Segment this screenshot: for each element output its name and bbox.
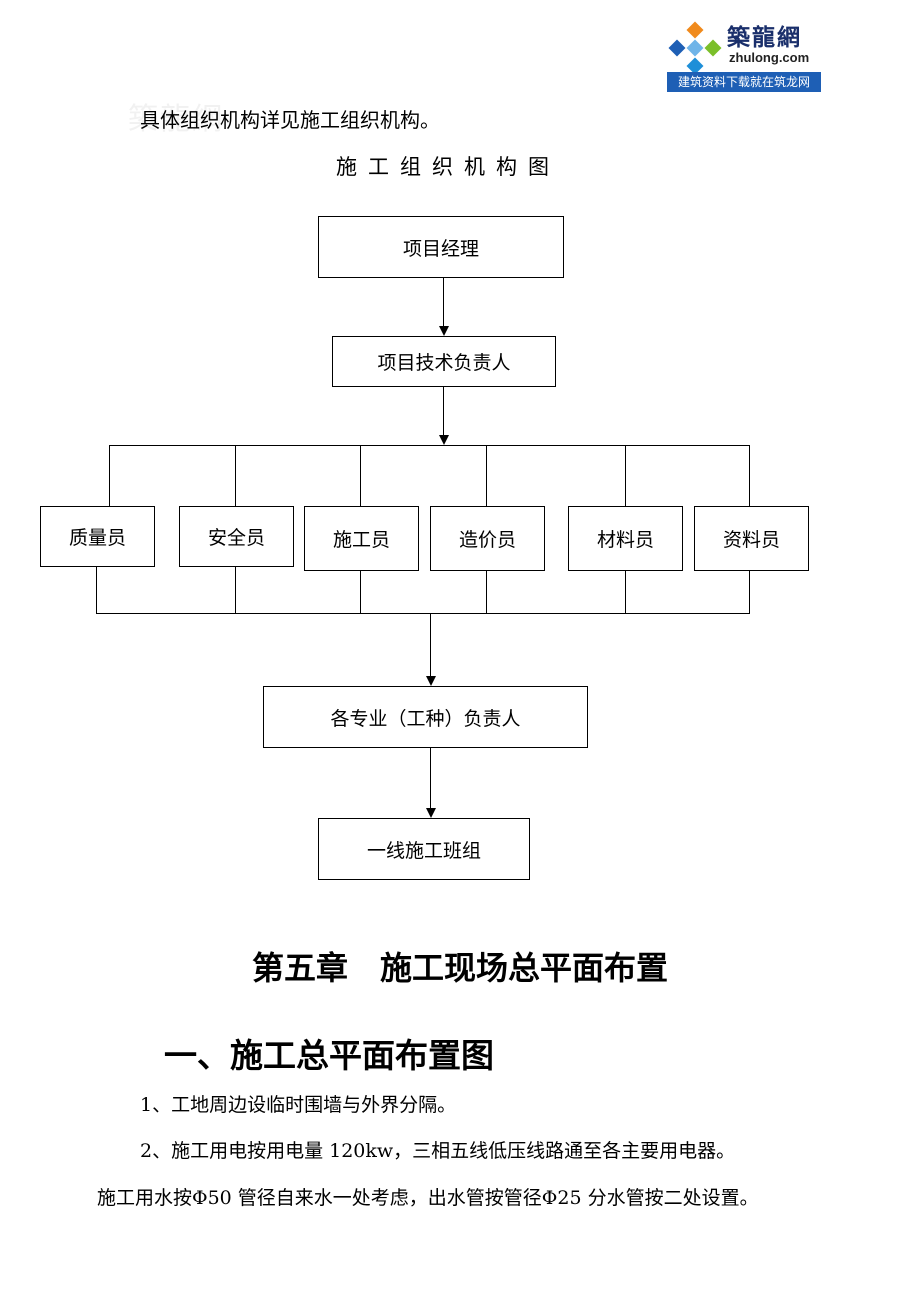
org-node-safety: 安全员 — [179, 506, 294, 567]
connector-line — [109, 445, 111, 506]
connector-line — [443, 278, 445, 328]
org-node-quality: 质量员 — [40, 506, 155, 567]
arrow-down-icon — [439, 435, 449, 445]
section-title: 一、施工总平面布置图 — [164, 1036, 494, 1075]
distribution-bar-top — [109, 445, 750, 447]
logo-domain: zhulong.com — [729, 50, 810, 65]
intro-text: 具体组织机构详见施工组织机构。 — [140, 108, 440, 132]
connector-line — [625, 445, 627, 506]
org-node-construction: 施工员 — [304, 506, 419, 571]
connector-line — [360, 571, 362, 614]
connector-line — [360, 445, 362, 506]
chapter-title: 第五章 施工现场总平面布置 — [251, 949, 668, 987]
zhulong-logo: 築龍網 zhulong.com 建筑资料下载就在筑龙网 — [667, 16, 821, 94]
org-node-documents: 资料员 — [694, 506, 809, 571]
connector-line — [96, 567, 98, 614]
pinwheel-logo-icon — [668, 21, 722, 75]
org-node-trade-leads: 各专业（工种）负责人 — [263, 686, 588, 748]
org-node-cost: 造价员 — [430, 506, 545, 571]
logo-name: 築龍網 — [727, 24, 802, 51]
arrow-down-icon — [426, 808, 436, 818]
watermark: 築龍網 — [128, 102, 224, 137]
org-node-teams: 一线施工班组 — [318, 818, 530, 880]
connector-line — [749, 571, 751, 614]
paragraph-3: 施工用水按Φ50 管径自来水一处考虑，出水管按管径Φ25 分水管按二处设置。 — [97, 1187, 759, 1209]
connector-line — [235, 445, 237, 506]
collector-bar-bottom — [96, 613, 750, 615]
paragraph-1: 1、工地周边设临时围墙与外界分隔。 — [140, 1094, 457, 1116]
arrow-down-icon — [426, 676, 436, 686]
connector-line — [235, 567, 237, 614]
connector-line — [430, 748, 432, 810]
connector-line — [443, 387, 445, 437]
paragraph-2: 2、施工用电按用电量 120kw，三相五线低压线路通至各主要用电器。 — [140, 1140, 736, 1162]
connector-line — [486, 445, 488, 506]
connector-line — [749, 445, 751, 506]
org-chart-title: 施工组织机构图 — [336, 155, 560, 179]
arrow-down-icon — [439, 326, 449, 336]
connector-line — [486, 571, 488, 614]
org-node-materials: 材料员 — [568, 506, 683, 571]
org-node-tech-lead: 项目技术负责人 — [332, 336, 556, 387]
logo-slogan: 建筑资料下载就在筑龙网 — [667, 72, 821, 92]
connector-line — [430, 614, 432, 678]
org-node-manager: 项目经理 — [318, 216, 564, 278]
connector-line — [625, 571, 627, 614]
